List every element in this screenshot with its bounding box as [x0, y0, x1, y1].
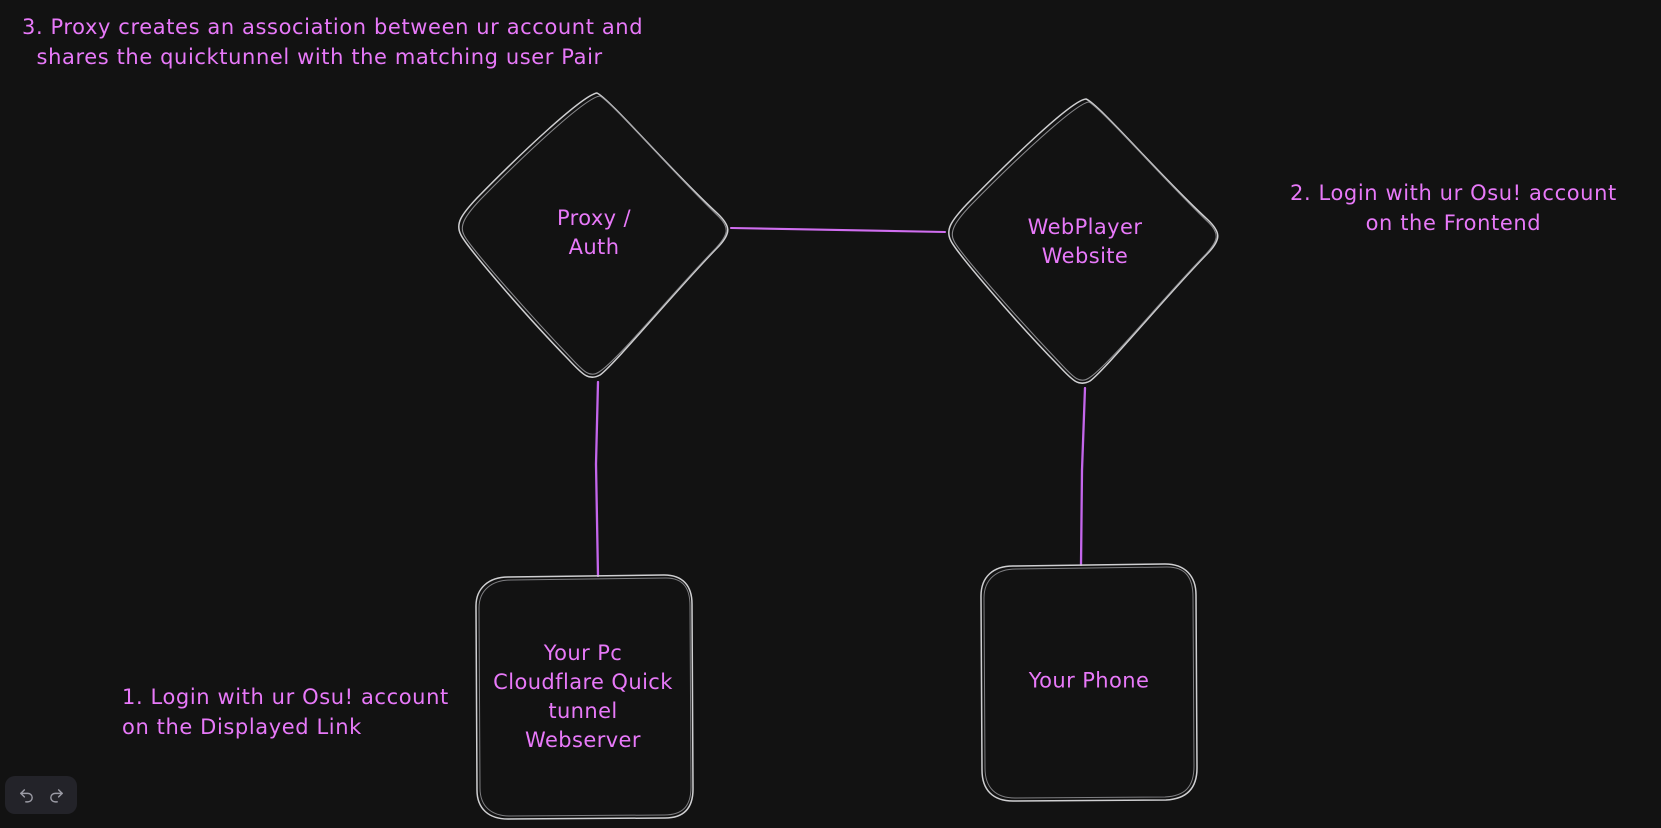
node-proxy-auth[interactable]: [457, 92, 729, 379]
undo-arrow-icon: [18, 787, 35, 804]
node-label-webplayer-website: WebPlayer Website: [1027, 215, 1143, 268]
connector-proxy-to-webplayer[interactable]: [729, 226, 947, 234]
node-webplayer-website[interactable]: [947, 98, 1219, 385]
annotation-step-1[interactable]: 1. Login with ur Osu! account on the Dis…: [122, 685, 449, 740]
node-your-phone[interactable]: [980, 563, 1198, 802]
node-label-your-phone: Your Phone: [1028, 668, 1150, 693]
annotation-step-3[interactable]: 3. Proxy creates an association between …: [22, 15, 644, 70]
redo-arrow-icon: [48, 787, 65, 804]
connector-proxy-to-pc[interactable]: [594, 380, 600, 578]
node-label-proxy-auth: Proxy / Auth: [556, 206, 632, 259]
undo-button[interactable]: [12, 781, 40, 809]
history-toolbar: [5, 776, 77, 814]
redo-button[interactable]: [42, 781, 70, 809]
node-your-pc[interactable]: [475, 574, 694, 820]
connector-webplayer-to-phone[interactable]: [1079, 386, 1087, 567]
node-label-your-pc: Your Pc Cloudflare Quick tunnel Webserve…: [493, 641, 673, 752]
annotation-step-2[interactable]: 2. Login with ur Osu! account on the Fro…: [1290, 181, 1617, 236]
